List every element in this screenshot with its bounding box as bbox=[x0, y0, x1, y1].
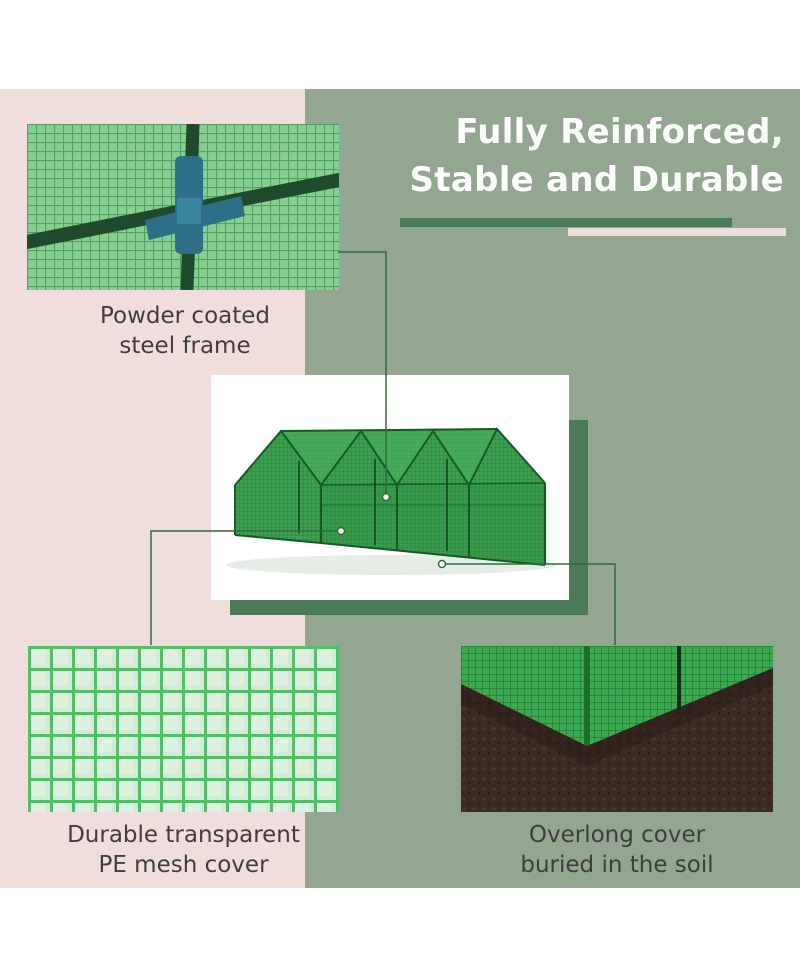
mesh-feature-caption: Durable transparent PE mesh cover bbox=[28, 820, 339, 880]
decorative-green-bar bbox=[400, 218, 732, 227]
greenhouse-product-photo bbox=[211, 375, 569, 600]
frame-caption-line-1: Powder coated bbox=[99, 303, 271, 329]
steel-frame-closeup-photo bbox=[27, 124, 339, 290]
mesh-caption-line-2: PE mesh cover bbox=[98, 852, 269, 878]
mesh-caption-line-1: Durable transparent bbox=[67, 822, 300, 848]
pe-mesh-closeup-photo bbox=[28, 646, 339, 812]
headline-line-2: Stable and Durable bbox=[409, 160, 784, 200]
soil-caption-line-2: buried in the soil bbox=[520, 852, 714, 878]
frame-caption-line-2: steel frame bbox=[119, 333, 251, 359]
frame-feature-caption: Powder coated steel frame bbox=[40, 301, 330, 361]
buried-cover-soil-photo bbox=[461, 646, 773, 812]
decorative-pink-bar bbox=[568, 228, 786, 236]
headline-line-1: Fully Reinforced, bbox=[455, 112, 784, 152]
soil-caption-line-1: Overlong cover bbox=[528, 822, 706, 848]
soil-feature-caption: Overlong cover buried in the soil bbox=[461, 820, 773, 880]
headline: Fully Reinforced, Stable and Durable bbox=[364, 108, 784, 204]
